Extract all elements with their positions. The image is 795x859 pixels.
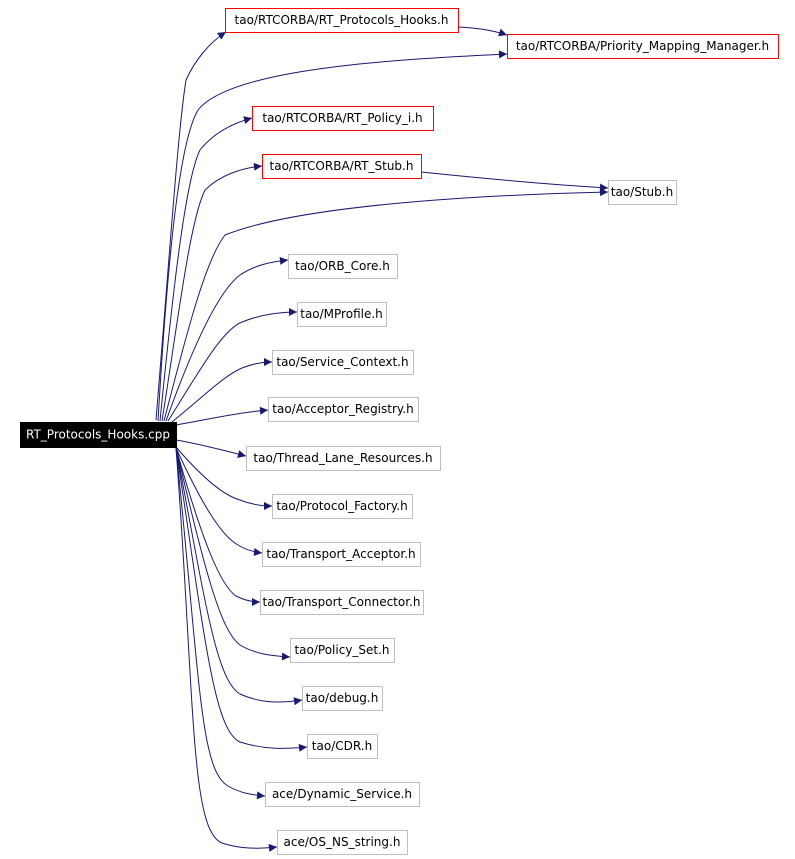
node-service_context_h[interactable]: tao/Service_Context.h [272, 350, 414, 375]
node-thread_lane_resources_h[interactable]: tao/Thread_Lane_Resources.h [246, 446, 441, 471]
edges-layer [155, 26, 609, 852]
node-box-mprofile_h [297, 302, 387, 327]
node-debug_h[interactable]: tao/debug.h [302, 686, 383, 711]
edge-root-to-policy_set_h [175, 447, 291, 661]
node-label-acceptor_registry_h: tao/Acceptor_Registry.h [272, 402, 413, 416]
node-label-stub_h: tao/Stub.h [611, 185, 673, 199]
node-box-protocol_factory_h [272, 494, 413, 519]
node-box-thread_lane_resources_h [246, 446, 441, 471]
edge-root-to-orb_core_h [165, 256, 289, 422]
edge-root-to-dynamic_service_h [175, 447, 266, 800]
node-rt_stub_h[interactable]: tao/RTCORBA/RT_Stub.h [262, 154, 422, 179]
node-label-orb_core_h: tao/ORB_Core.h [295, 259, 390, 273]
edge-root-to-rt_stub_h [161, 162, 263, 422]
edge-root-to-priority_mapping_manager_h [157, 50, 508, 422]
node-box-policy_set_h [290, 638, 395, 663]
node-box-priority_mapping_manager_h [507, 34, 779, 59]
node-protocol_factory_h[interactable]: tao/Protocol_Factory.h [272, 494, 413, 519]
node-stub_h[interactable]: tao/Stub.h [608, 180, 677, 205]
node-label-cdr_h: tao/CDR.h [312, 739, 372, 753]
edge-root-to-rt_protocols_hooks_h [155, 31, 227, 421]
node-orb_core_h[interactable]: tao/ORB_Core.h [288, 254, 398, 279]
edge-root-to-acceptor_registry_h [175, 406, 269, 426]
node-dynamic_service_h[interactable]: ace/Dynamic_Service.h [265, 782, 420, 807]
node-box-dynamic_service_h [265, 782, 420, 807]
node-mprofile_h[interactable]: tao/MProfile.h [297, 302, 387, 327]
node-box-os_ns_string_h [277, 830, 408, 855]
node-box-transport_connector_h [260, 590, 424, 615]
edge-rt_protocols_hooks_h-to-priority_mapping_manager_h [457, 26, 508, 37]
node-box-stub_h [608, 180, 677, 205]
node-rt_protocols_hooks_h[interactable]: tao/RTCORBA/RT_Protocols_Hooks.h [225, 8, 459, 33]
edge-root-to-os_ns_string_h [175, 447, 278, 852]
node-box-service_context_h [272, 350, 414, 375]
edge-root-to-rt_policy_i_h [159, 116, 253, 422]
edge-root-to-protocol_factory_h [175, 446, 273, 510]
edge-root-to-transport_acceptor_h [175, 447, 263, 556]
node-transport_connector_h[interactable]: tao/Transport_Connector.h [260, 590, 424, 615]
node-label-transport_acceptor_h: tao/Transport_Acceptor.h [266, 547, 415, 561]
node-label-transport_connector_h: tao/Transport_Connector.h [263, 595, 421, 609]
node-box-debug_h [302, 686, 383, 711]
node-box-transport_acceptor_h [262, 542, 421, 567]
node-box-rt_policy_i_h [252, 106, 434, 131]
node-policy_set_h[interactable]: tao/Policy_Set.h [290, 638, 395, 663]
node-box-rt_protocols_hooks_h [225, 8, 459, 33]
node-cdr_h[interactable]: tao/CDR.h [307, 734, 378, 759]
edge-root-to-thread_lane_resources_h [175, 439, 247, 458]
nodes-layer: RT_Protocols_Hooks.cpp tao/RTCORBA/RT_Pro… [20, 8, 779, 855]
edge-root-to-mprofile_h [167, 308, 298, 422]
node-transport_acceptor_h[interactable]: tao/Transport_Acceptor.h [262, 542, 421, 567]
node-label-policy_set_h: tao/Policy_Set.h [294, 643, 389, 657]
node-priority_mapping_manager_h[interactable]: tao/RTCORBA/Priority_Mapping_Manager.h [507, 34, 779, 59]
node-box-root [20, 422, 177, 448]
edge-rt_stub_h-to-stub_h [420, 171, 609, 192]
node-label-protocol_factory_h: tao/Protocol_Factory.h [276, 499, 407, 513]
node-box-orb_core_h [288, 254, 398, 279]
node-label-os_ns_string_h: ace/OS_NS_string.h [284, 835, 401, 849]
edge-root-to-stub_h [163, 188, 609, 422]
node-label-thread_lane_resources_h: tao/Thread_Lane_Resources.h [253, 451, 432, 465]
node-label-mprofile_h: tao/MProfile.h [300, 307, 383, 321]
node-label-dynamic_service_h: ace/Dynamic_Service.h [272, 787, 412, 801]
node-label-rt_policy_i_h: tao/RTCORBA/RT_Policy_i.h [262, 111, 422, 125]
node-label-priority_mapping_manager_h: tao/RTCORBA/Priority_Mapping_Manager.h [516, 39, 769, 53]
node-box-acceptor_registry_h [268, 397, 419, 422]
node-box-cdr_h [307, 734, 378, 759]
edge-root-to-debug_h [175, 447, 303, 706]
node-label-rt_protocols_hooks_h: tao/RTCORBA/RT_Protocols_Hooks.h [235, 13, 449, 27]
node-os_ns_string_h[interactable]: ace/OS_NS_string.h [277, 830, 408, 855]
node-acceptor_registry_h[interactable]: tao/Acceptor_Registry.h [268, 397, 419, 422]
node-root: RT_Protocols_Hooks.cpp [20, 422, 177, 448]
edge-root-to-service_context_h [171, 358, 273, 423]
edge-root-to-transport_connector_h [175, 447, 261, 606]
node-box-rt_stub_h [262, 154, 422, 179]
node-label-root: RT_Protocols_Hooks.cpp [26, 428, 170, 442]
node-label-rt_stub_h: tao/RTCORBA/RT_Stub.h [270, 159, 414, 173]
node-label-debug_h: tao/debug.h [306, 691, 379, 705]
node-rt_policy_i_h[interactable]: tao/RTCORBA/RT_Policy_i.h [252, 106, 434, 131]
node-label-service_context_h: tao/Service_Context.h [276, 355, 408, 369]
edge-root-to-cdr_h [175, 447, 308, 752]
